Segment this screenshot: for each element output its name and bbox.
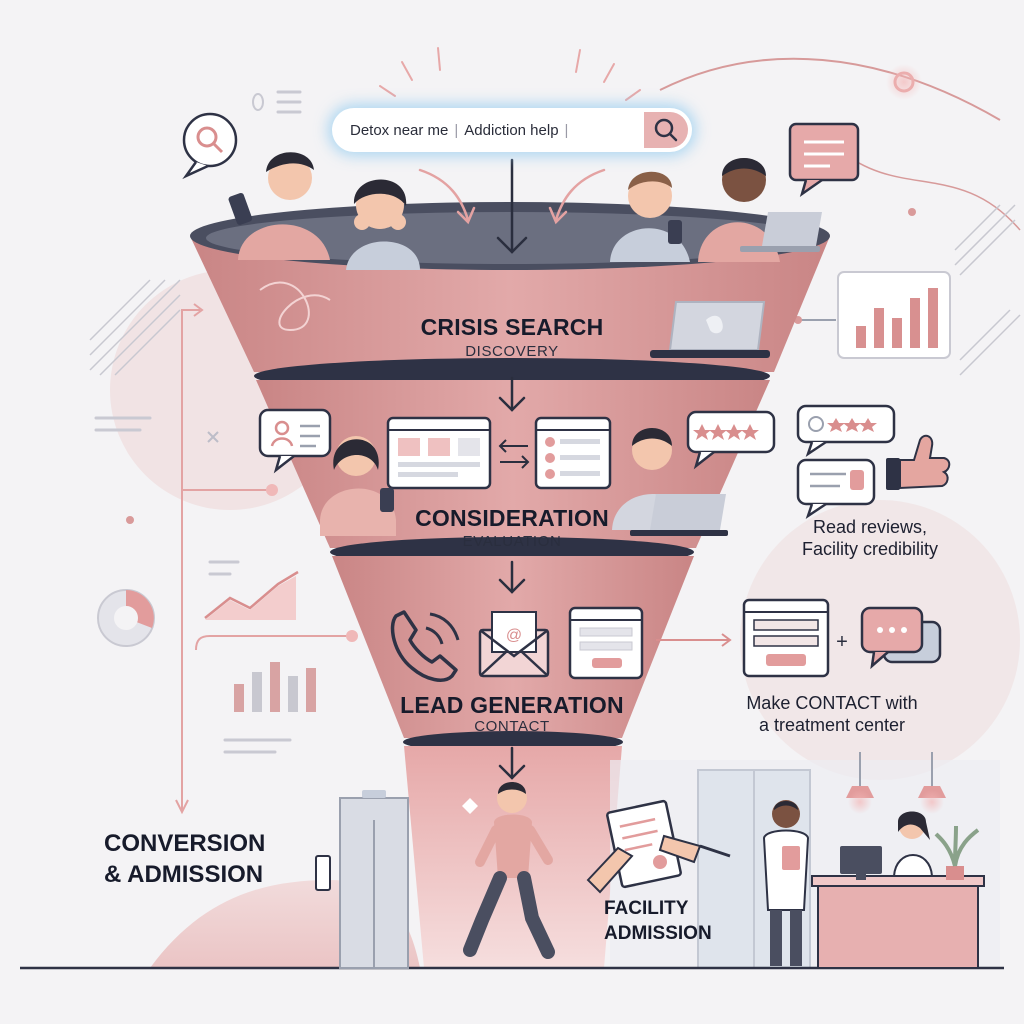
woman-with-phone xyxy=(320,436,396,536)
pie-chart-icon xyxy=(97,589,155,647)
stage-2-title: CONSIDERATION xyxy=(415,505,609,531)
search-cursor: | xyxy=(564,121,569,139)
review-bubble-1 xyxy=(796,404,896,458)
person-with-laptop xyxy=(698,158,822,262)
thumbs-up-icon xyxy=(886,434,951,490)
facility-admission-label: FACILITY ADMISSION xyxy=(604,896,764,946)
facility-line-1: FACILITY xyxy=(604,898,689,919)
left-flow-line xyxy=(175,303,358,815)
stage-1-title: CRISIS SEARCH xyxy=(420,314,604,340)
review-bubble-2 xyxy=(796,458,876,520)
contact-form-panel xyxy=(742,598,830,678)
search-bar[interactable]: Detox near me | Addiction help | xyxy=(332,108,692,152)
search-query-2: Addiction help xyxy=(464,121,559,139)
contact-form-window xyxy=(568,606,644,680)
conversion-line-2: & ADMISSION xyxy=(104,861,264,888)
stage-2-subtitle: EVALUATION xyxy=(462,533,562,550)
contact-note: Make CONTACT with a treatment center xyxy=(724,692,940,736)
person-with-phone-2 xyxy=(610,171,690,262)
plus-sign: + xyxy=(836,631,848,653)
website-window-1 xyxy=(386,416,492,490)
search-icon xyxy=(654,118,678,142)
profile-chat-bubble xyxy=(258,408,332,474)
search-button[interactable] xyxy=(644,112,688,148)
facility-line-2: ADMISSION xyxy=(604,923,712,944)
email-envelope-icon xyxy=(478,611,550,678)
conversion-label: CONVERSION & ADMISSION xyxy=(104,828,314,890)
swirl-decor xyxy=(259,281,331,332)
stage-1-subtitle: DISCOVERY xyxy=(465,343,559,360)
person-with-phone-1 xyxy=(228,152,330,260)
contact-note-line-1: Make CONTACT with xyxy=(746,693,918,713)
ceiling-lamps xyxy=(846,752,946,814)
checklist-window xyxy=(534,416,612,490)
doctor xyxy=(762,800,810,966)
elevator xyxy=(315,790,409,969)
search-query-1: Detox near me xyxy=(350,121,449,139)
left-line-chart-icon xyxy=(204,570,299,620)
chat-bubbles-icon xyxy=(860,606,942,670)
compare-arrows-icon xyxy=(498,439,530,469)
search-chat-bubble-icon xyxy=(182,112,238,180)
reviews-note-line-1: Read reviews, xyxy=(812,517,928,537)
walking-person xyxy=(462,782,555,959)
left-bar-chart-icon xyxy=(234,662,316,712)
contact-note-line-2: a treatment center xyxy=(758,715,906,735)
search-separator: | xyxy=(454,121,459,139)
search-query: Detox near me | Addiction help | xyxy=(332,122,574,139)
laptop-icon xyxy=(650,301,770,358)
stage-3-subtitle: CONTACT xyxy=(474,718,550,735)
reception-desk xyxy=(811,811,985,969)
phone-icon xyxy=(390,610,460,682)
conversion-line-1: CONVERSION xyxy=(104,830,266,857)
admission-form-handoff xyxy=(586,799,731,894)
rating-chat-bubble xyxy=(686,410,776,470)
message-chat-bubble-icon xyxy=(788,122,860,198)
reviews-note-line-2: Facility credibility xyxy=(801,539,939,559)
contact-arrow xyxy=(656,633,732,647)
right-bar-chart-panel xyxy=(794,271,951,359)
reviews-note: Read reviews, Facility credibility xyxy=(770,516,970,560)
stage-3-title: LEAD GENERATION xyxy=(400,692,624,718)
email-at-symbol: @ xyxy=(506,627,522,644)
distressed-person xyxy=(346,179,420,270)
man-with-laptop xyxy=(612,428,728,536)
flow-arrows xyxy=(418,158,606,780)
